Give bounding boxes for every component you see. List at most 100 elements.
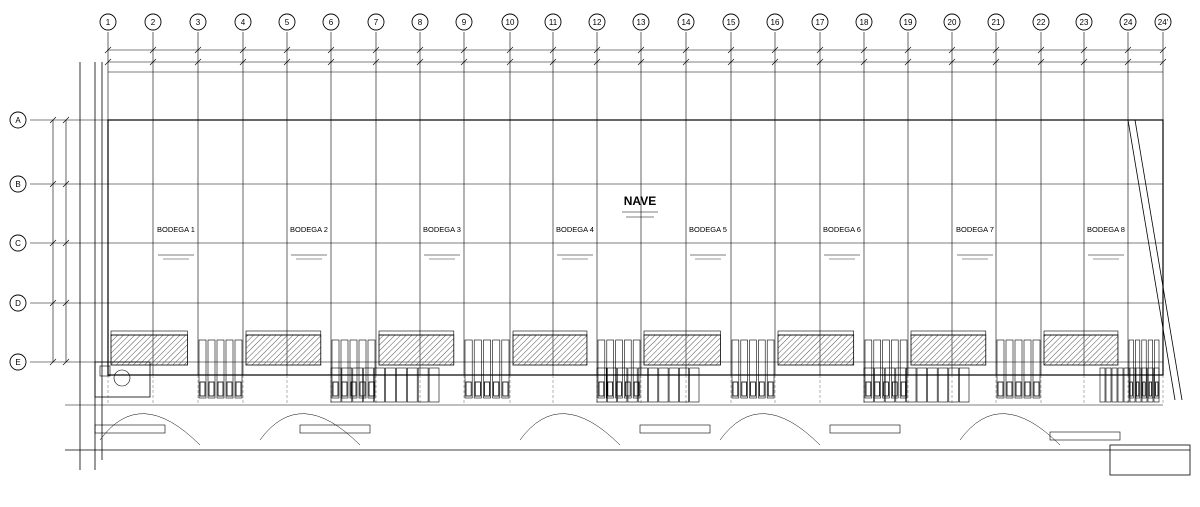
parking-stall xyxy=(895,367,906,403)
column-label: 3 xyxy=(196,18,201,27)
bay-label: BODEGA 7 xyxy=(956,225,994,234)
dock-module xyxy=(512,330,588,366)
column-marker xyxy=(987,13,1005,31)
office-hatch xyxy=(910,334,987,366)
parking-stall xyxy=(417,367,429,403)
column-marker xyxy=(1154,13,1172,31)
row-marker xyxy=(9,234,27,252)
dock-stalls xyxy=(996,339,1041,399)
bay-label: BODEGA 5 xyxy=(689,225,727,234)
turning-arc xyxy=(519,413,621,446)
turning-arc xyxy=(959,413,1061,446)
bay-label: BODEGA 4 xyxy=(556,225,594,234)
column-marker xyxy=(544,13,562,31)
parking-stall xyxy=(679,367,690,403)
dock-module xyxy=(910,330,987,366)
dock-stalls xyxy=(331,339,376,399)
dock-stall xyxy=(882,339,890,399)
office-block xyxy=(94,361,151,398)
parking-stall xyxy=(863,367,874,403)
bay-label: BODEGA 8 xyxy=(1087,225,1125,234)
truck-outline xyxy=(829,424,901,434)
dock-module xyxy=(378,330,455,366)
row-marker xyxy=(9,175,27,193)
column-label: 10 xyxy=(506,18,515,27)
column-marker xyxy=(855,13,873,31)
column-marker xyxy=(455,13,473,31)
bay-4: BODEGA 4 xyxy=(556,225,594,260)
column-label: 13 xyxy=(637,18,646,27)
dock-stall xyxy=(1005,339,1014,399)
dock-stall xyxy=(758,339,766,399)
dock-stalls xyxy=(464,339,510,399)
loading-docks xyxy=(94,330,1160,446)
dock-stall xyxy=(464,339,473,399)
parking-stall xyxy=(1111,367,1118,403)
building-outline xyxy=(65,49,1191,476)
dock-stall xyxy=(1032,339,1041,399)
dock-stalls xyxy=(1128,339,1160,399)
dock-stall xyxy=(349,339,358,399)
column-marker xyxy=(943,13,961,31)
dock-stalls xyxy=(731,339,775,399)
dock-stall xyxy=(367,339,376,399)
truck-outline xyxy=(1049,431,1121,441)
column-label: 7 xyxy=(374,18,379,27)
dock-stall xyxy=(632,339,641,399)
parking-stall xyxy=(341,367,353,403)
parking-stall xyxy=(1117,367,1124,403)
row-label: C xyxy=(15,239,21,248)
parking-stall xyxy=(916,367,927,403)
parking-stall xyxy=(596,367,607,403)
parking-stall xyxy=(959,367,970,403)
column-marker xyxy=(766,13,784,31)
parking-stall xyxy=(906,367,917,403)
office-hatch xyxy=(110,334,188,366)
parking-stall xyxy=(396,367,407,403)
dock-stall xyxy=(731,339,740,399)
dock-stall xyxy=(501,339,510,399)
parking-stall xyxy=(330,367,342,403)
dock-module xyxy=(245,330,322,366)
column-marker xyxy=(722,13,740,31)
parking-row xyxy=(596,367,700,403)
column-label: 4 xyxy=(241,18,246,27)
parking-stall xyxy=(627,367,638,403)
parking-row xyxy=(863,367,970,403)
dock-stalls xyxy=(198,339,243,399)
dock-stall xyxy=(864,339,873,399)
parking-stall xyxy=(1123,367,1130,403)
column-label: 17 xyxy=(816,18,825,27)
dock-stall xyxy=(606,339,614,399)
column-marker xyxy=(501,13,519,31)
dock-module xyxy=(1043,330,1119,366)
parking-stall xyxy=(1147,367,1154,403)
column-label: 24 xyxy=(1124,18,1133,27)
column-label: 1 xyxy=(106,18,111,27)
plan-title: NAVE xyxy=(624,194,656,208)
column-label: 18 xyxy=(860,18,869,27)
bay-label: BODEGA 3 xyxy=(423,225,461,234)
row-label: D xyxy=(15,299,21,308)
column-label: 24' xyxy=(1158,18,1169,27)
column-marker xyxy=(189,13,207,31)
dock-stall xyxy=(473,339,482,399)
dock-stall xyxy=(225,339,234,399)
column-marker xyxy=(588,13,606,31)
dock-stall xyxy=(1023,339,1032,399)
dock-stall xyxy=(766,339,775,399)
dock-stalls xyxy=(864,339,908,399)
dock-stall xyxy=(996,339,1005,399)
parking-stall xyxy=(606,367,617,403)
parking-stall xyxy=(406,367,418,403)
parking-stall xyxy=(428,367,440,403)
dock-stall xyxy=(207,339,216,399)
parking-row xyxy=(1099,367,1160,403)
turning-arc xyxy=(99,413,201,446)
dock-module xyxy=(643,330,721,366)
bay-2: BODEGA 2 xyxy=(290,225,328,260)
dock-module xyxy=(777,330,855,366)
parking-stall xyxy=(617,367,628,403)
office-hatch xyxy=(378,334,455,366)
